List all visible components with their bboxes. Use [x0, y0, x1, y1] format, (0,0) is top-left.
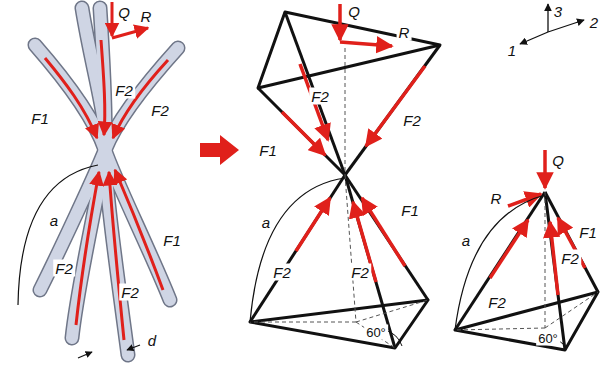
force-symbol: R: [139, 8, 154, 25]
force-symbol: F2: [113, 82, 135, 99]
force-symbol: F2: [309, 88, 331, 105]
force-symbol: F2: [559, 250, 581, 267]
tetrahedron-pair: [250, 12, 440, 348]
force-symbol: F2: [349, 264, 371, 281]
force-symbol: F2: [119, 284, 141, 301]
transform-arrow: [200, 135, 239, 165]
load-symbol: Q: [346, 2, 362, 19]
force-arrows: [45, 2, 168, 340]
force-symbol: R: [397, 24, 412, 41]
force-arrows: [490, 150, 585, 295]
hidden-lines: [455, 192, 598, 330]
tube-bundle: [35, 8, 178, 355]
axis-label: 2: [588, 14, 600, 31]
force-symbol: F1: [577, 224, 599, 241]
angle-label: 60°: [364, 325, 388, 340]
dimension-label: d: [146, 332, 158, 349]
force-symbol: F1: [29, 110, 51, 127]
force-symbol: F1: [399, 202, 421, 219]
half-tetrahedron: [455, 192, 598, 350]
dimension-arc: [250, 178, 345, 322]
load-symbol: Q: [116, 4, 132, 21]
dimension-lines: [18, 165, 140, 358]
force-symbol: F2: [53, 260, 75, 277]
force-symbol: F1: [257, 142, 279, 159]
dimension-label: a: [48, 212, 60, 229]
force-symbol: F2: [271, 264, 293, 281]
force-arrows: [282, 4, 425, 282]
force-symbol: F1: [161, 232, 183, 249]
dimension-arc: [455, 195, 545, 330]
axis-label: 1: [506, 42, 518, 59]
force-symbol: F2: [486, 294, 508, 311]
load-symbol: Q: [550, 152, 566, 169]
force-symbol: F2: [401, 112, 423, 129]
axis-label: 3: [552, 2, 564, 19]
dimension-label: a: [260, 214, 272, 231]
force-symbol: F2: [149, 102, 171, 119]
dimension-label: a: [460, 232, 472, 249]
force-symbol: R: [489, 190, 504, 207]
hidden-lines: [250, 48, 428, 348]
angle-label: 60°: [536, 331, 560, 346]
